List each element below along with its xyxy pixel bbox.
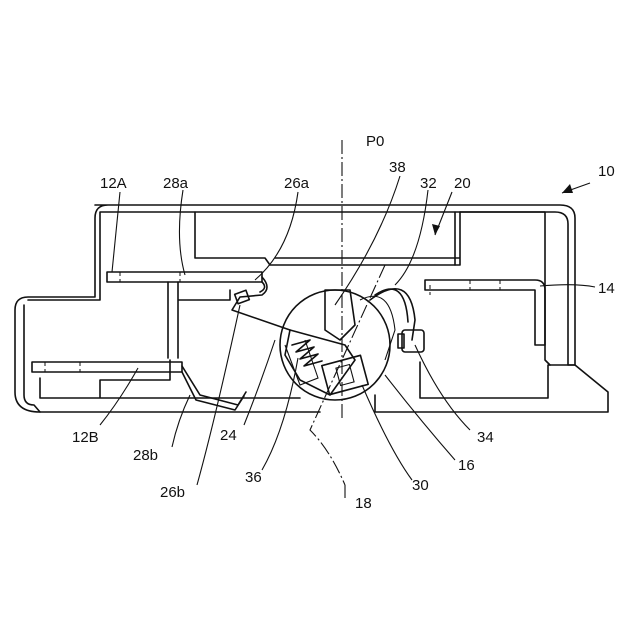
terminal-12A-hidden bbox=[120, 272, 180, 282]
label-28b: 28b bbox=[133, 447, 158, 464]
label-26a: 26a bbox=[284, 175, 310, 192]
housing-inner-line bbox=[24, 212, 575, 412]
leader-12B bbox=[100, 368, 138, 425]
right-block bbox=[420, 362, 575, 398]
terminal-14-hidden bbox=[430, 280, 500, 295]
leader-36 bbox=[262, 358, 298, 470]
leader-38 bbox=[335, 176, 400, 305]
label-26b: 26b bbox=[160, 484, 185, 501]
arrow-10 bbox=[562, 184, 573, 193]
upper-cavity bbox=[195, 212, 460, 265]
label-14: 14 bbox=[598, 280, 615, 297]
label-28a: 28a bbox=[163, 175, 189, 192]
label-10: 10 bbox=[598, 163, 615, 180]
leaf-28b bbox=[182, 366, 246, 410]
center-wall bbox=[168, 282, 230, 358]
terminal-12B-hidden bbox=[45, 362, 80, 372]
rotor-16 bbox=[280, 290, 390, 400]
label-20: 20 bbox=[454, 175, 471, 192]
label-16: 16 bbox=[458, 457, 475, 474]
label-30: 30 bbox=[412, 477, 429, 494]
rotor-arm-24 bbox=[285, 330, 355, 395]
label-12A: 12A bbox=[100, 175, 127, 192]
spring-36 bbox=[292, 340, 322, 366]
label-24: 24 bbox=[220, 427, 237, 444]
label-32: 32 bbox=[420, 175, 437, 192]
terminal-12B bbox=[32, 362, 182, 372]
label-36: 36 bbox=[245, 469, 262, 486]
leader-34 bbox=[415, 345, 470, 430]
terminal-14 bbox=[425, 280, 545, 345]
label-12B: 12B bbox=[72, 429, 99, 446]
label-34: 34 bbox=[477, 429, 494, 446]
leader-12A bbox=[112, 192, 120, 272]
label-P0: P0 bbox=[366, 133, 384, 150]
leader-28b bbox=[172, 395, 190, 447]
label-38: 38 bbox=[389, 159, 406, 176]
leader-26b bbox=[197, 305, 240, 485]
bolt-34-head bbox=[398, 334, 404, 348]
leader-28a bbox=[179, 190, 185, 275]
label-18: 18 bbox=[355, 495, 372, 512]
